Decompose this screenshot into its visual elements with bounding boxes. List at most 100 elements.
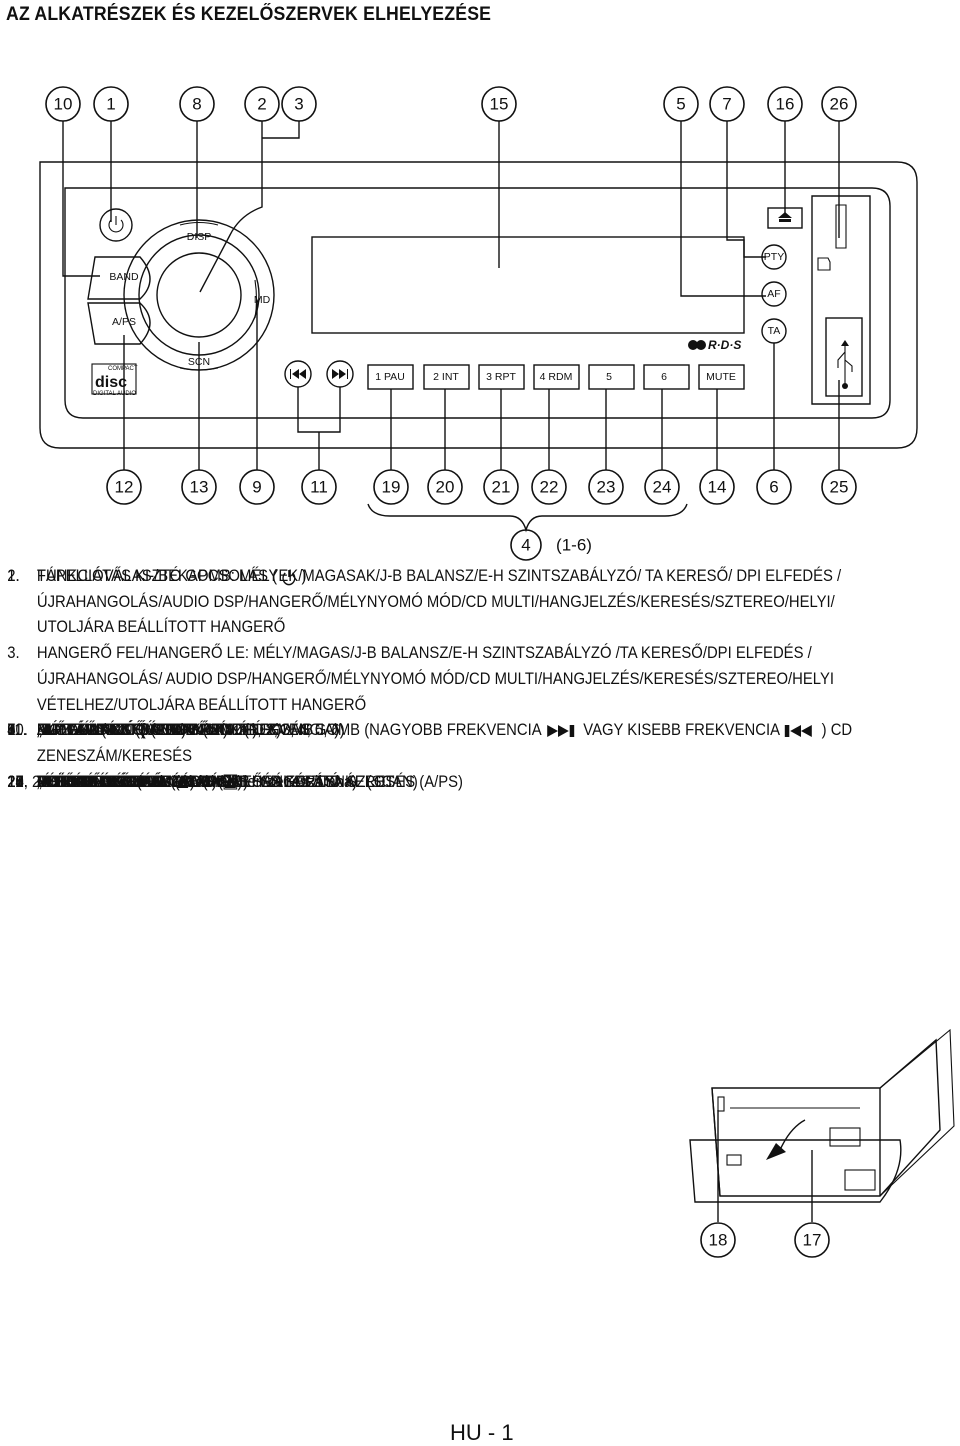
legend-text: CD KIADÁS GOMB ( [36, 772, 176, 791]
preset-4-label: 4 RDM [540, 371, 573, 383]
seek-prev-button[interactable] [284, 360, 312, 388]
pty-label: PTY [764, 251, 784, 263]
page-footer: HU - 1 [450, 1420, 514, 1445]
callout-1: 1 [93, 86, 129, 122]
preset-5-button[interactable] [588, 364, 635, 390]
power-button[interactable] [99, 208, 133, 242]
legend-text: FUNKCIÓVÁLASZTÓ GOMB: MÉLYEK/MAGASAK/J-B… [37, 564, 841, 641]
legend-text: VÉTELHEZ/UTOLJÁRA BEÁLLÍTOTT HANGERŐ [36, 695, 367, 714]
radio-front-panel: BAND A/PS DISP MD SCN COMPACT disc DIGIT… [39, 161, 918, 449]
callout-16: 16 [767, 86, 803, 122]
callout-25: 25 [821, 469, 857, 505]
legend-number: 17. [7, 772, 28, 791]
callout-26-label: 26 [830, 95, 849, 114]
callout-24: 24 [644, 469, 680, 505]
preset-2-label: 2 INT [433, 371, 459, 383]
callout-19: 19 [373, 469, 409, 505]
legend-text: + 10 ZENESZÁM KIKERESÉS FEL/LE [79, 772, 336, 791]
legend-number: 20. [7, 772, 28, 791]
band-label: BAND [109, 271, 139, 283]
compact-label: COMPACT [108, 366, 138, 372]
prev-track-icon [785, 724, 813, 737]
legend-text: ELŐLAP KILAZÍTÓ GOMB () [37, 770, 243, 796]
legend-text: HULLÁMSÁV- (BAND)VÁLASZTÓ GOMB [36, 721, 314, 740]
callout-6: 6 [756, 469, 792, 505]
af-button[interactable]: AF [761, 281, 787, 307]
pty-button[interactable]: PTY [761, 244, 787, 270]
callout-22: 22 [531, 469, 567, 505]
legend-number: 25. [7, 772, 28, 791]
legend-text: ELŐVÁLASZTÓ ÁLLOMÁSOK (1, 2, 3, 4, 5, 6) [36, 721, 345, 740]
preset-4-button[interactable] [533, 364, 580, 390]
preset-brace [367, 503, 688, 533]
aps-label: A/PS [112, 316, 136, 328]
disc-label: disc [95, 374, 127, 391]
top-leader-lines [62, 121, 840, 297]
callout-26: 26 [821, 86, 857, 122]
callout-14-label: 14 [708, 478, 727, 497]
legend-text: MULTIMÉDIÁS KÁRTYA (MMC) / SD KÁRTYA SZL… [36, 772, 395, 791]
legend-text: HANGERŐ FEL/HANGERŐ LE: MÉLY/MAGAS/J-B B… [36, 644, 812, 663]
volume-knob[interactable] [156, 252, 242, 338]
bottom-leader-lines [123, 300, 840, 470]
callout-10-label: 10 [54, 95, 73, 114]
callout-8-label: 8 [192, 95, 201, 114]
callout-21-label: 21 [492, 478, 511, 497]
release-button[interactable] [767, 207, 803, 229]
callout-23-label: 23 [597, 478, 616, 497]
legend-text: „PTY” FUNKCIÓ (PROGRAMTÍPUS) [36, 721, 282, 740]
legend-text: „AF” FUNKCIÓ (ALTERNATÍV FREKVENCIA) [36, 721, 340, 740]
mute-button[interactable] [698, 364, 745, 390]
callout-6-label: 6 [769, 478, 778, 497]
callout-15-label: 15 [490, 95, 509, 114]
callout-12: 12 [106, 469, 142, 505]
callout-3: 3 [281, 86, 317, 122]
callout-5-label: 5 [676, 95, 685, 114]
preset-6-label: 6 [661, 371, 667, 383]
legend-text: ) [237, 772, 243, 791]
legend-number: 2. [7, 567, 20, 585]
legend-number: 18. [7, 772, 28, 791]
preset-buttons: 1 PAU 2 INT 3 RPT 4 RDM 5 6 MUTE [367, 364, 745, 390]
preset-6-button[interactable] [643, 364, 690, 390]
legend-number: 11. [7, 721, 27, 740]
legend-number: 3. [7, 644, 20, 663]
md-label: MD [254, 294, 271, 306]
legend-number: 15. [7, 772, 28, 791]
preset-1-label: 1 PAU [375, 371, 405, 383]
power-icon [282, 569, 296, 585]
legend-text: ELŐLAP KILAZÍTÓ GOMB ( [36, 772, 224, 791]
page-title: AZ ALKATRÉSZEK ÉS KEZELŐSZERVEK ELHELYEZ… [6, 4, 492, 25]
legend-text: TÁPELLÁTÁS KI-/BEKAPCSOLÁS ( ) [37, 564, 307, 590]
ta-button[interactable]: TA [761, 318, 787, 344]
legend-text: TÁPELLÁTÁS KI-/BEKAPCSOLÁS ( [36, 567, 278, 585]
legend-text: INTRO GOMB (Belenézés minden zeneszámba) [36, 772, 358, 791]
legend-text: USB PORT [36, 772, 113, 791]
usb-port[interactable] [825, 317, 863, 397]
seek-next-button[interactable] [326, 360, 354, 388]
callout-14: 14 [699, 469, 735, 505]
preset-2-button[interactable] [423, 364, 470, 390]
callout-24-label: 24 [653, 478, 672, 497]
legend-text: ) CD [821, 721, 853, 740]
callout-18: 18 [700, 1222, 736, 1258]
legend-number: 6. [7, 721, 20, 740]
legend-item-11: 11. AUTOMATIKUS VAGY KÉZI HANGOLÁS GOMB (… [0, 718, 852, 769]
mute-label: MUTE [706, 371, 736, 383]
legend-text: UTOLJÁRA BEÁLLÍTOTT HANGERŐ [36, 618, 286, 637]
legend-number: 19. [7, 772, 28, 791]
callout-23: 23 [588, 469, 624, 505]
callout-20-label: 20 [436, 478, 455, 497]
callout-17: 17 [794, 1222, 830, 1258]
legend-number: 10. [7, 721, 28, 740]
legend-text: AUTOMATIKUS VAGY KÉZI HANGOLÁS GOMB (NAG… [36, 721, 541, 740]
callout-15: 15 [481, 86, 517, 122]
callout-18-label: 18 [709, 1231, 728, 1250]
aps-button[interactable] [87, 302, 151, 345]
legend-text: CD KIADÁS GOMB () [37, 770, 195, 796]
callout-13: 13 [181, 469, 217, 505]
lcd-display [311, 236, 745, 334]
band-button[interactable] [87, 256, 151, 300]
release-icon [223, 774, 238, 790]
legend-text: KIJELZŐ (DISP) GOMB [36, 721, 196, 740]
